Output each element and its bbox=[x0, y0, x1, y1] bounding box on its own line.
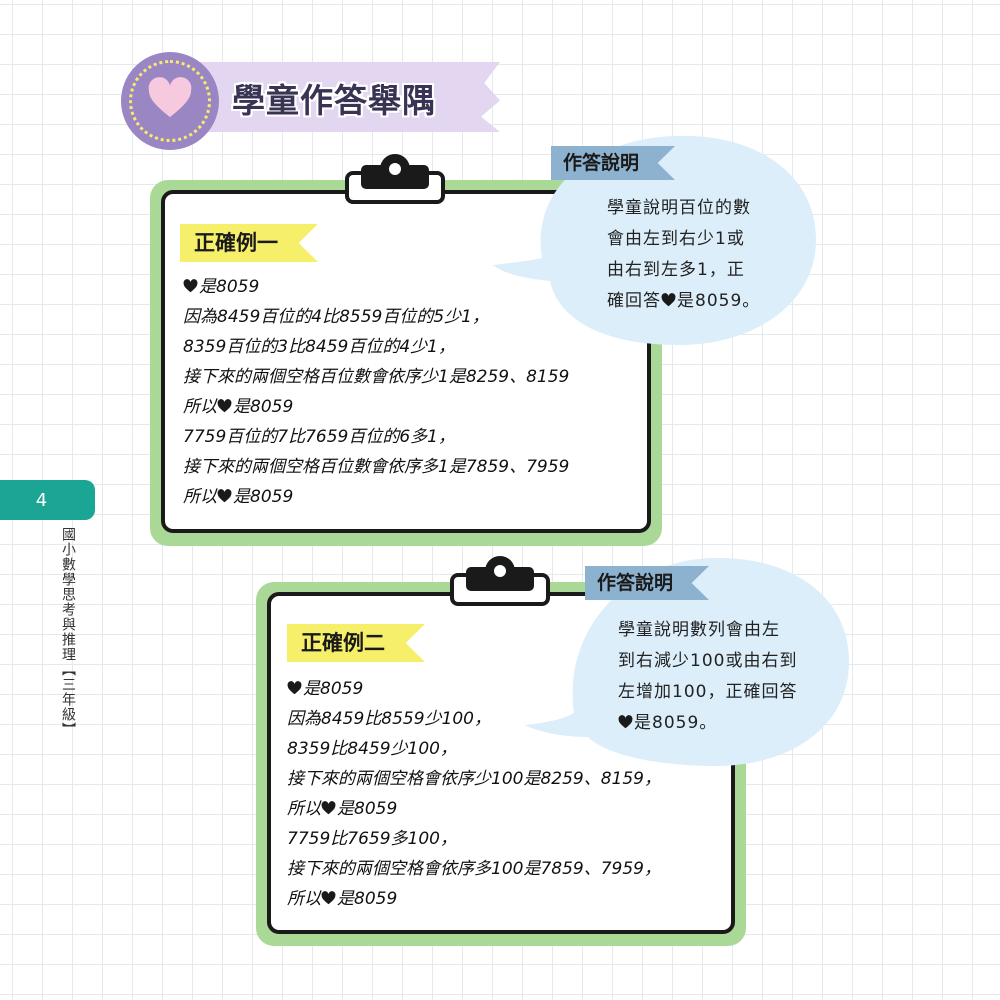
text-line: 所以是8059 bbox=[287, 884, 661, 914]
line-text: 左增加100，正確回答 bbox=[618, 682, 798, 702]
work-lines-2: 是8059 因為8459比8559少100， 8359比8459少100， 接下來的兩… bbox=[287, 674, 661, 914]
text-line: 因為8459百位的4比8559百位的5少1， bbox=[183, 302, 569, 332]
page-number: 4 bbox=[35, 489, 48, 511]
text-line: 學童說明百位的數 bbox=[607, 193, 760, 224]
line-text: 因為8459百位的4比8559百位的5少1， bbox=[183, 307, 489, 327]
line-text: 學童說明百位的數 bbox=[607, 198, 751, 218]
page-number-tab: 4 bbox=[0, 480, 95, 520]
speech-bubble-2 bbox=[525, 557, 850, 767]
line-text: 接下來的兩個空格百位數會依序少1是8259、8159 bbox=[183, 367, 570, 387]
text-line: 是8059。 bbox=[618, 708, 797, 739]
text-line: 是8059 bbox=[183, 272, 569, 302]
text-line: 8359百位的3比8459百位的4少1， bbox=[183, 332, 569, 362]
text-line: 8359比8459少100， bbox=[287, 734, 661, 764]
line-text: 接下來的兩個空格百位數會依序多1是7859、7959 bbox=[183, 457, 570, 477]
text-line: 接下來的兩個空格百位數會依序多1是7859、7959 bbox=[183, 452, 569, 482]
line-text: 8359百位的3比8459百位的4少1， bbox=[183, 337, 455, 357]
clipboard-ring-1 bbox=[380, 154, 410, 184]
text-line: 7759百位的7比7659百位的6多1， bbox=[183, 422, 569, 452]
title-ribbon bbox=[185, 62, 500, 132]
note-label-2: 作答說明 bbox=[585, 566, 710, 600]
line-text: 學童說明數列會由左 bbox=[618, 620, 780, 640]
line-prefix: 所以 bbox=[287, 889, 321, 909]
text-line: 所以是8059 bbox=[183, 482, 569, 512]
text-line: 因為8459比8559少100， bbox=[287, 704, 661, 734]
line-text: 是8059 bbox=[337, 799, 398, 819]
heart-icon bbox=[217, 489, 232, 503]
heart-icon bbox=[287, 681, 302, 695]
line-text: 由右到左多1，正 bbox=[607, 260, 745, 280]
text-line: 是8059 bbox=[287, 674, 661, 704]
work-lines-1: 是8059 因為8459百位的4比8559百位的5少1， 8359百位的3比8459… bbox=[183, 272, 569, 512]
line-text: 7759比7659多100， bbox=[287, 829, 457, 849]
note-lines-2: 學童說明數列會由左到右減少100或由右到左增加100，正確回答是8059。 bbox=[618, 615, 797, 739]
line-prefix: 所以 bbox=[183, 487, 217, 507]
line-text: 是8059 bbox=[199, 277, 260, 297]
heart-icon bbox=[217, 399, 232, 413]
heart-icon bbox=[661, 293, 676, 307]
line-prefix: 確回答 bbox=[607, 291, 661, 311]
text-line: 所以是8059 bbox=[287, 794, 661, 824]
line-text: 是8059 bbox=[233, 397, 294, 417]
line-text: 7759百位的7比7659百位的6多1， bbox=[183, 427, 455, 447]
text-line: 接下來的兩個空格百位數會依序少1是8259、8159 bbox=[183, 362, 569, 392]
text-line: 7759比7659多100， bbox=[287, 824, 661, 854]
text-line: 到右減少100或由右到 bbox=[618, 646, 797, 677]
line-text: 因為8459比8559少100， bbox=[287, 709, 491, 729]
text-line: 左增加100，正確回答 bbox=[618, 677, 797, 708]
line-text: 是8059 bbox=[337, 889, 398, 909]
book-title: 國小數學思考與推理【三年級】 bbox=[60, 527, 76, 737]
heart-icon bbox=[183, 279, 198, 293]
text-line: 由右到左多1，正 bbox=[607, 255, 760, 286]
text-line: 會由左到右少1或 bbox=[607, 224, 760, 255]
text-line: 接下來的兩個空格會依序少100是8259、8159， bbox=[287, 764, 661, 794]
line-text: 到右減少100或由右到 bbox=[618, 651, 798, 671]
speech-bubble-1 bbox=[493, 135, 817, 346]
line-text: 接下來的兩個空格會依序多100是7859、7959， bbox=[287, 859, 661, 879]
line-text: 8359比8459少100， bbox=[287, 739, 457, 759]
example-label-1: 正確例一 bbox=[180, 224, 318, 262]
heart-icon bbox=[321, 801, 336, 815]
line-prefix: 所以 bbox=[287, 799, 321, 819]
line-text: 是8059 bbox=[233, 487, 294, 507]
line-prefix: 所以 bbox=[183, 397, 217, 417]
heart-icon bbox=[321, 891, 336, 905]
heart-icon bbox=[618, 715, 633, 729]
note-label-1: 作答說明 bbox=[551, 146, 676, 180]
line-text: 接下來的兩個空格會依序少100是8259、8159， bbox=[287, 769, 661, 789]
text-line: 確回答是8059。 bbox=[607, 286, 760, 317]
line-text: 是8059。 bbox=[677, 291, 761, 311]
text-line: 學童說明數列會由左 bbox=[618, 615, 797, 646]
text-line: 接下來的兩個空格會依序多100是7859、7959， bbox=[287, 854, 661, 884]
page-title: 學童作答舉隅 bbox=[232, 81, 436, 120]
heart-icon bbox=[148, 77, 192, 118]
clipboard-ring-2 bbox=[485, 556, 515, 586]
line-text: 是8059。 bbox=[634, 713, 718, 733]
example-label-2: 正確例二 bbox=[287, 624, 425, 662]
text-line: 所以是8059 bbox=[183, 392, 569, 422]
line-text: 是8059 bbox=[303, 679, 364, 699]
line-text: 會由左到右少1或 bbox=[607, 229, 745, 249]
note-lines-1: 學童說明百位的數會由左到右少1或由右到左多1，正確回答是8059。 bbox=[607, 193, 760, 317]
